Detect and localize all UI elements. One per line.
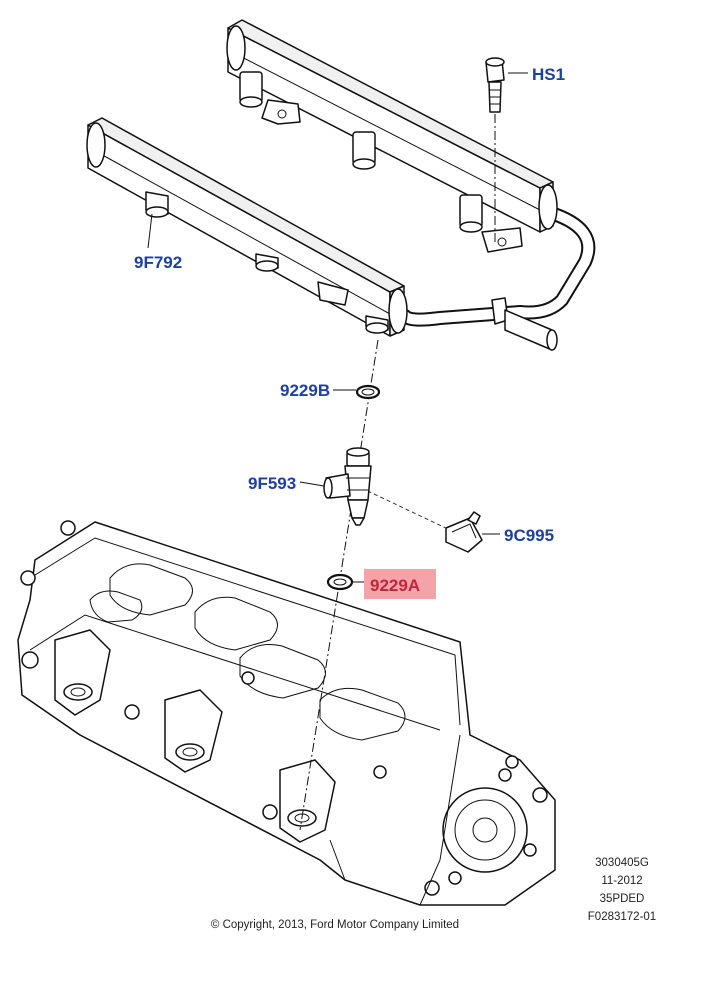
callout-hs1[interactable]: HS1: [532, 65, 565, 84]
callout-clip[interactable]: 9C995: [504, 526, 554, 545]
callout-o-ring-lower[interactable]: 9229A: [370, 576, 420, 595]
meta-line-4: F0283172-01: [588, 911, 656, 923]
o-ring-upper: [355, 384, 381, 400]
leader-lines: [147, 72, 528, 583]
meta-line-3: 35PDED: [600, 893, 645, 905]
callout-fuel-rail[interactable]: 9F792: [134, 253, 182, 272]
fuel-injector: [323, 447, 372, 526]
meta-line-2: 11-2012: [601, 875, 642, 887]
bolt-hs1: [485, 57, 505, 242]
meta-line-1: 3030405G: [595, 857, 649, 869]
callout-highlight-box: [364, 569, 436, 599]
callout-injector[interactable]: 9F593: [248, 474, 296, 493]
copyright-notice: © Copyright, 2013, Ford Motor Company Li…: [211, 919, 459, 931]
injector-axis: [299, 339, 379, 831]
injector-clip: [445, 511, 483, 553]
fuel-rail-assembly: [86, 19, 596, 351]
callout-o-ring-upper[interactable]: 9229B: [280, 381, 330, 400]
lower-intake-manifold: [17, 520, 556, 906]
clip-axis: [354, 484, 451, 531]
o-ring-lower: [326, 573, 354, 591]
drawing-reference-block: 3030405G 11-2012 35PDED F0283172-01: [588, 857, 656, 923]
